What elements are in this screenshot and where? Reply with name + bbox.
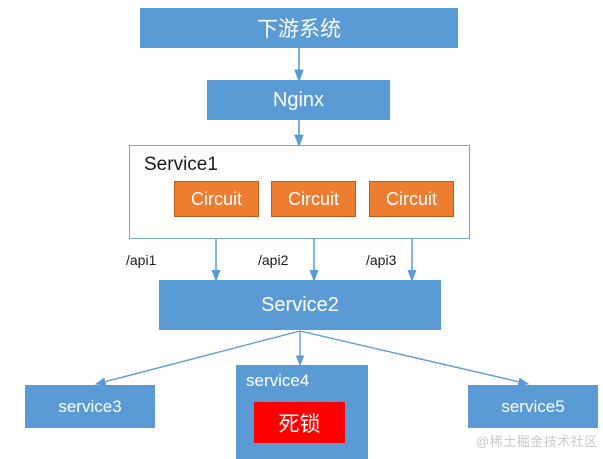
service4-label: service4	[246, 371, 310, 390]
api-label-1: /api1	[126, 252, 157, 268]
node-circuit-3[interactable]: Circuit	[369, 181, 454, 217]
node-nginx[interactable]: Nginx	[207, 80, 390, 120]
api-label-2: /api2	[258, 252, 289, 268]
badge-deadlock: 死锁	[254, 402, 345, 443]
watermark: @稀土掘金技术社区	[476, 434, 598, 449]
node-service3[interactable]: service3	[25, 385, 155, 428]
node-circuit-1[interactable]: Circuit	[174, 181, 259, 217]
service1-label: Service1	[144, 154, 218, 175]
node-service2[interactable]: Service2	[159, 280, 441, 330]
node-circuit-2[interactable]: Circuit	[271, 181, 356, 217]
node-service5[interactable]: service5	[468, 385, 598, 428]
node-downstream-system[interactable]: 下游系统	[140, 8, 458, 48]
api-label-3: /api3	[366, 252, 397, 268]
